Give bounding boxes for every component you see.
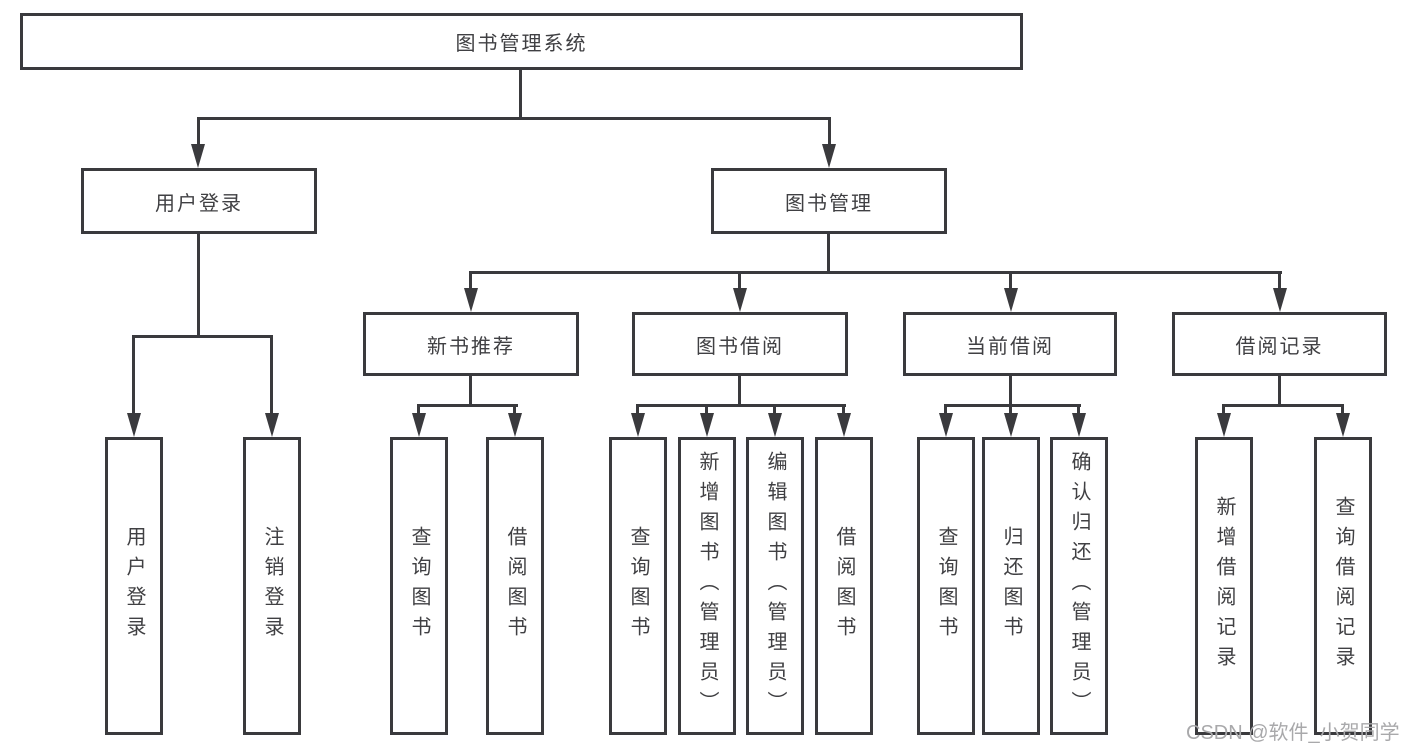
leaf-borrow-books-borrowing: 借阅图书 <box>815 437 873 735</box>
arrow-down-icon <box>1004 413 1018 437</box>
arrow-down-icon <box>1004 288 1018 312</box>
arrow-down-icon <box>1217 413 1231 437</box>
node-library-management-system: 图书管理系统 <box>20 13 1023 70</box>
arrow-down-icon <box>127 413 141 437</box>
arrow-down-icon <box>508 413 522 437</box>
node-new-book-recommend: 新书推荐 <box>363 312 579 376</box>
leaf-query-books-borrowing: 查询图书 <box>609 437 667 735</box>
arrow-down-icon <box>265 413 279 437</box>
arrow-shaft <box>842 407 845 416</box>
arrow-shaft <box>944 407 947 416</box>
leaf-query-books-current: 查询图书 <box>917 437 975 735</box>
node-label: 用户登录 <box>155 192 243 215</box>
arrow-shaft <box>417 407 420 416</box>
arrow-down-icon <box>939 413 953 437</box>
arrow-shaft <box>469 274 472 290</box>
arrow-shaft <box>1009 407 1012 416</box>
node-label: 新增借阅记录 <box>1213 496 1235 676</box>
connector-stem <box>197 234 200 338</box>
node-label: 查询图书 <box>627 526 649 646</box>
node-label: 查询借阅记录 <box>1332 496 1354 676</box>
node-label: 编辑图书（管理员） <box>764 451 786 721</box>
arrow-shaft <box>773 407 776 416</box>
node-label: 借阅记录 <box>1235 335 1324 358</box>
leaf-query-books-recommend: 查询图书 <box>390 437 448 735</box>
arrow-shaft <box>1278 274 1281 290</box>
node-borrowing-records: 借阅记录 <box>1172 312 1387 376</box>
leaf-add-borrow-record: 新增借阅记录 <box>1195 437 1253 735</box>
node-user-login: 用户登录 <box>81 168 317 234</box>
arrow-shaft <box>828 120 831 146</box>
leaf-edit-books-admin: 编辑图书（管理员） <box>746 437 804 735</box>
arrow-down-icon <box>464 288 478 312</box>
node-label: 归还图书 <box>1000 526 1022 646</box>
arrow-shaft <box>636 407 639 416</box>
node-book-management: 图书管理 <box>711 168 947 234</box>
arrow-down-icon <box>191 144 205 168</box>
arrow-shaft <box>513 407 516 416</box>
leaf-add-books-admin: 新增图书（管理员） <box>678 437 736 735</box>
connector-stem <box>469 376 472 407</box>
connector-rail <box>944 404 1081 407</box>
arrow-shaft <box>1341 407 1344 416</box>
connector-rail <box>417 404 518 407</box>
connector-stem <box>1009 376 1012 407</box>
arrow-down-icon <box>631 413 645 437</box>
leaf-query-borrow-record: 查询借阅记录 <box>1314 437 1372 735</box>
node-label: 新增图书（管理员） <box>696 451 718 721</box>
arrow-shaft <box>1222 407 1225 416</box>
arrow-down-icon <box>700 413 714 437</box>
connector-rail <box>197 117 831 120</box>
node-label: 新书推荐 <box>427 335 515 358</box>
arrow-shaft <box>197 120 200 146</box>
connector-stem <box>738 376 741 407</box>
arrow-down-icon <box>1336 413 1350 437</box>
node-label: 借阅图书 <box>504 526 526 646</box>
arrow-shaft <box>1077 407 1080 416</box>
node-label: 用户登录 <box>123 526 145 646</box>
arrow-shaft <box>270 338 273 415</box>
node-label: 查询图书 <box>408 526 430 646</box>
arrow-down-icon <box>412 413 426 437</box>
leaf-return-books: 归还图书 <box>982 437 1040 735</box>
leaf-user-login: 用户登录 <box>105 437 163 735</box>
connector-stem <box>519 70 522 120</box>
arrow-down-icon <box>733 288 747 312</box>
arrow-down-icon <box>1273 288 1287 312</box>
leaf-confirm-return-admin: 确认归还（管理员） <box>1050 437 1108 735</box>
connector-rail <box>469 271 1282 274</box>
node-label: 借阅图书 <box>833 526 855 646</box>
arrow-shaft <box>738 274 741 290</box>
node-label: 图书借阅 <box>696 335 784 358</box>
connector-rail <box>132 335 273 338</box>
connector-stem <box>827 234 830 274</box>
node-label: 图书管理系统 <box>455 33 588 55</box>
arrow-down-icon <box>837 413 851 437</box>
arrow-shaft <box>705 407 708 416</box>
arrow-shaft <box>1009 274 1012 290</box>
node-label: 确认归还（管理员） <box>1068 451 1090 721</box>
node-label: 当前借阅 <box>966 335 1054 358</box>
leaf-logout: 注销登录 <box>243 437 301 735</box>
node-label: 查询图书 <box>935 526 957 646</box>
node-label: 图书管理 <box>785 192 873 215</box>
connector-rail <box>1222 404 1344 407</box>
connector-rail <box>636 404 846 407</box>
leaf-borrow-books-recommend: 借阅图书 <box>486 437 544 735</box>
node-current-borrowing: 当前借阅 <box>903 312 1117 376</box>
watermark: CSDN @软件_小贺同学 <box>1186 722 1400 744</box>
node-book-borrowing: 图书借阅 <box>632 312 848 376</box>
arrow-down-icon <box>768 413 782 437</box>
arrow-shaft <box>132 338 135 415</box>
connector-stem <box>1278 376 1281 407</box>
arrow-down-icon <box>822 144 836 168</box>
arrow-down-icon <box>1072 413 1086 437</box>
node-label: 注销登录 <box>261 526 283 646</box>
